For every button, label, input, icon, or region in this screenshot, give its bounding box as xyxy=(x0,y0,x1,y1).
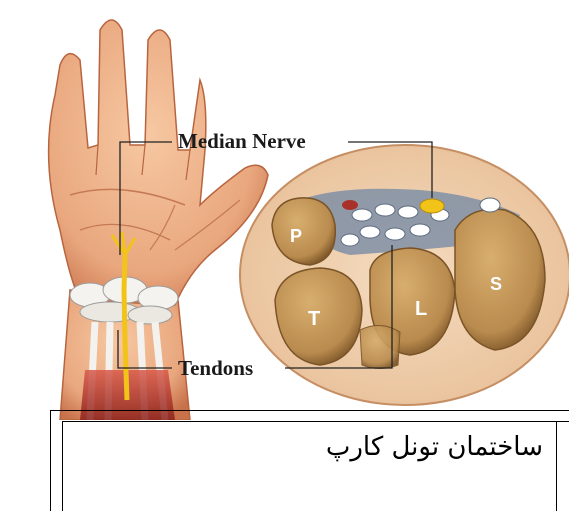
median-nerve-cross xyxy=(420,199,444,213)
bone-label-t: T xyxy=(308,308,320,330)
bone-label-p: P xyxy=(290,226,302,246)
median-nerve-hand xyxy=(124,255,127,400)
bone-label-l: L xyxy=(415,298,427,320)
vessel xyxy=(342,200,358,210)
label-median-nerve: Median Nerve xyxy=(178,129,306,153)
cross-section-illustration: P T L S xyxy=(240,145,569,405)
caption-text: ساختمان تونل کارپ xyxy=(326,432,543,462)
carpal-tunnel-illustration: P T L S Median Nerve Tendons xyxy=(0,0,569,420)
bone-label-s: S xyxy=(490,274,502,294)
label-tendons: Tendons xyxy=(178,356,253,380)
caption-right-border xyxy=(556,421,557,511)
